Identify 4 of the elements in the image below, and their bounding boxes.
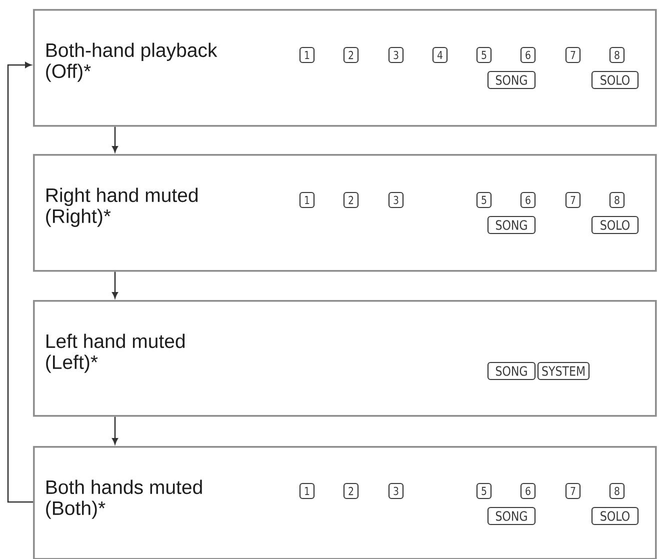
arrow bbox=[112, 272, 118, 298]
arrow bbox=[7, 62, 33, 503]
arrow bbox=[112, 416, 118, 444]
arrow bbox=[112, 126, 118, 152]
